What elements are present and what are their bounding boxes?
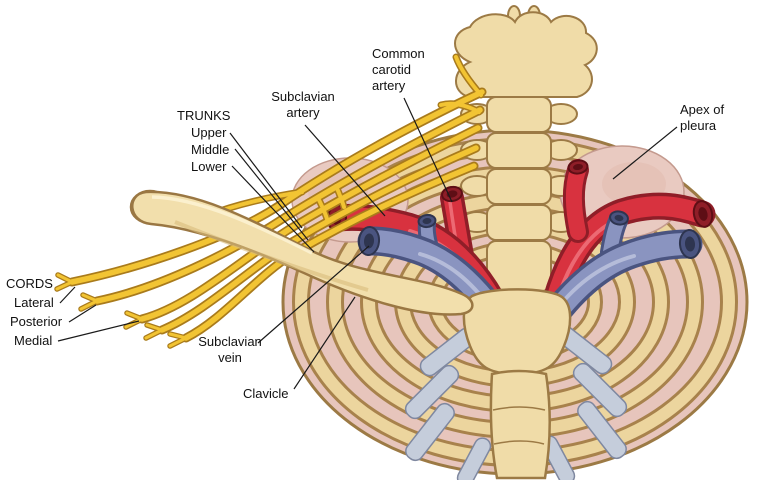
common-carotid-artery-right	[562, 159, 589, 243]
atlas-axis-complex	[454, 11, 598, 98]
artery-cut-face	[692, 200, 714, 228]
trunk-upper-label: Upper	[191, 125, 227, 140]
artery-cut-face	[567, 159, 589, 175]
leader-common-carotid-artery	[403, 97, 453, 203]
leader-trunk-upper	[229, 132, 303, 229]
label-line: pleura	[680, 118, 717, 133]
vein-cut-face	[417, 213, 437, 229]
label-line: artery	[286, 105, 320, 120]
label-apex-of-pleura: Apex of pleura	[680, 102, 724, 134]
leader-subclavian-vein	[257, 245, 370, 344]
label-line: Clavicle	[243, 386, 289, 401]
leader-apex-of-pleura	[612, 126, 678, 180]
trunks-heading: TRUNKS	[177, 108, 231, 123]
label-line: artery	[372, 78, 406, 93]
leader-trunk-middle	[234, 148, 309, 241]
label-line: Apex of	[680, 102, 725, 117]
vertebral-column	[454, 5, 598, 292]
cord-medial-label: Medial	[14, 333, 53, 348]
label-line: vein	[218, 350, 242, 365]
label-cords-group: CORDS Lateral Posterior Medial	[6, 274, 62, 350]
leader-cord-posterior	[68, 304, 97, 323]
manubrium	[462, 288, 572, 376]
label-subclavian-artery: Subclavian artery	[268, 89, 338, 121]
leader-lines	[57, 97, 678, 390]
vein-cut-face	[357, 226, 381, 256]
costal-cartilages	[404, 325, 628, 480]
sternum-body	[489, 369, 551, 480]
label-line: Subclavian	[198, 334, 262, 349]
label-line: Common	[372, 46, 425, 61]
leader-trunk-lower	[231, 165, 315, 253]
leader-cord-medial	[57, 320, 140, 342]
label-line: Subclavian	[271, 89, 335, 104]
label-common-carotid-artery: Common carotid artery	[372, 46, 425, 94]
cord-posterior-label: Posterior	[10, 314, 63, 329]
vertebral-bodies	[486, 96, 552, 292]
vein-cut-face	[678, 229, 702, 259]
trunk-middle-label: Middle	[191, 142, 230, 157]
leader-cord-lateral	[59, 286, 76, 304]
label-line: carotid	[372, 62, 412, 77]
trunk-lower-label: Lower	[191, 159, 227, 174]
label-subclavian-vein: Subclavian vein	[198, 334, 262, 366]
clavicle-bone	[129, 189, 474, 316]
sternum	[462, 288, 572, 480]
label-clavicle: Clavicle	[243, 386, 289, 402]
cord-lateral-label: Lateral	[14, 295, 54, 310]
subclavian-vein-right	[537, 210, 703, 333]
vein-cut-face	[609, 210, 629, 226]
leader-subclavian-artery	[304, 124, 386, 217]
cords-heading: CORDS	[6, 276, 53, 291]
leader-clavicle	[293, 296, 356, 390]
label-trunks-group: TRUNKS Upper Middle Lower	[177, 107, 230, 175]
